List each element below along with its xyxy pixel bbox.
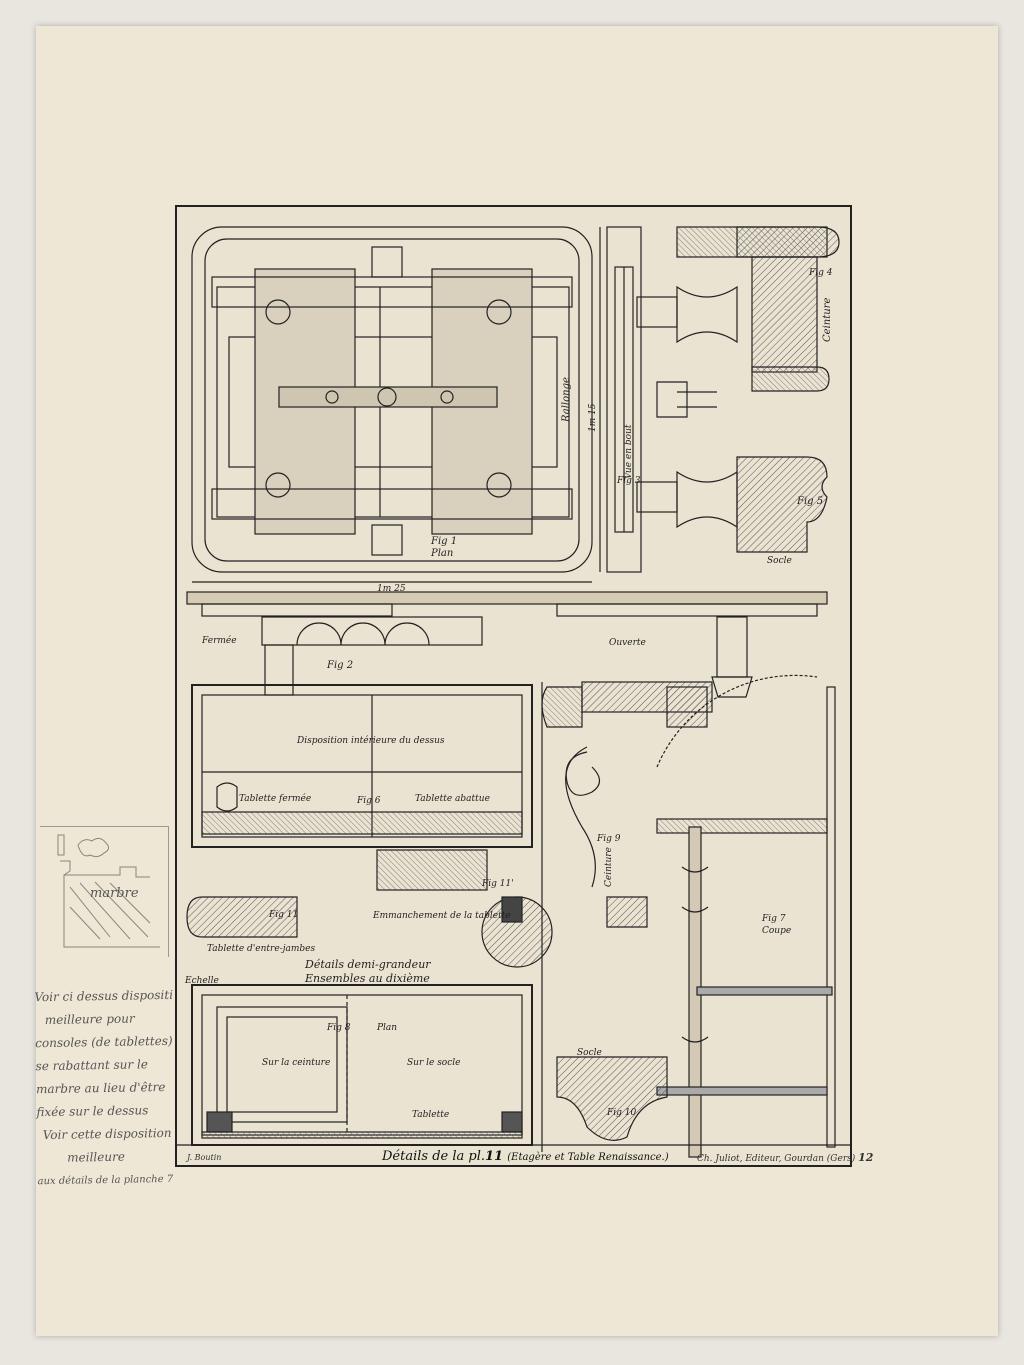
- title-number: 11: [485, 1149, 504, 1164]
- engraved-plate: Fig 1 Plan Rallonge 1m 25 1m 15 Vue en b…: [175, 205, 873, 1167]
- ceinture-mid-label: Ceinture: [604, 847, 614, 887]
- emmanchement-label: Emmanchement de la tablette: [373, 911, 511, 921]
- fig5-label: Fig 5: [797, 496, 824, 507]
- marble-sketch-drawing: [57, 834, 160, 948]
- note-line: fixée sur le dessus: [36, 1103, 149, 1120]
- rallonge-label: Rallonge: [561, 377, 572, 422]
- fig1-label: Fig 1: [431, 536, 458, 547]
- sur-socle-label: Sur le socle: [407, 1058, 461, 1068]
- echelle-label: Echelle: [185, 976, 219, 986]
- tablette-abattue-label: Tablette abattue: [415, 794, 490, 804]
- fig7-label: Fig 7: [762, 914, 786, 924]
- fermee-label: Fermée: [202, 636, 237, 646]
- coupe-label: Coupe: [762, 926, 792, 936]
- note-line: Voir cette disposition: [42, 1125, 172, 1143]
- fig10-label: Fig 10: [607, 1108, 637, 1118]
- vue-en-bout-label: Vue en bout: [624, 424, 634, 479]
- note-line: consoles (de tablettes): [35, 1033, 173, 1051]
- publisher-name: Ch. Juliot, Editeur, Gourdan (Gers): [697, 1154, 856, 1164]
- fig1-outer-frame: [191, 226, 593, 573]
- technical-drawing: [177, 226, 850, 1158]
- note-line: meilleure: [67, 1149, 125, 1165]
- tablette-fermee-label: Tablette fermée: [239, 794, 312, 804]
- plate-title: Détails de la pl.11 (Etagère et Table Re…: [382, 1149, 669, 1164]
- fig8-label: Fig 8: [327, 1023, 351, 1033]
- note-line: aux détails de la planche 7: [37, 1173, 174, 1188]
- plate-number: 12: [858, 1151, 874, 1164]
- note-line: marbre au lieu d'être: [35, 1079, 166, 1097]
- details-demi-label: Détails demi-grandeur: [305, 958, 431, 971]
- note-line: meilleure pour: [44, 1011, 135, 1028]
- sur-ceinture-label: Sur la ceinture: [262, 1058, 331, 1068]
- ensembles-label: Ensembles au dixième: [305, 972, 430, 985]
- sketch-label: marbre: [90, 886, 139, 901]
- socle-label: Socle: [767, 556, 792, 566]
- tablette-entre-label: Tablette d'entre-jambes: [207, 944, 316, 954]
- socle-bottom-label: Socle: [577, 1048, 602, 1058]
- fig4-label: Fig 4: [809, 268, 833, 278]
- note-line: Voir ci dessus dispositi: [34, 987, 174, 1005]
- height-dimension: 1m 15: [588, 403, 598, 432]
- fig11b-label: Fig 11': [482, 879, 514, 889]
- fig11-label: Fig 11: [269, 910, 299, 920]
- pencil-sketch: marbre: [40, 826, 169, 957]
- fig2-label: Fig 2: [327, 660, 354, 671]
- title-prefix: Détails de la pl.: [382, 1149, 486, 1164]
- disposition-label: Disposition intérieure du dessus: [297, 736, 445, 746]
- note-line: se rabattant sur le: [35, 1057, 149, 1074]
- ceinture-label: Ceinture: [822, 297, 833, 342]
- publisher-credit: Ch. Juliot, Editeur, Gourdan (Gers) 12: [697, 1151, 873, 1164]
- fig1-sublabel: Plan: [431, 548, 454, 559]
- ouverte-label: Ouverte: [609, 638, 646, 648]
- title-suffix: (Etagère et Table Renaissance.): [507, 1152, 669, 1163]
- engraver-credit: J. Boutin: [187, 1153, 222, 1162]
- fig9-label: Fig 9: [597, 834, 621, 844]
- plan8-label: Plan: [377, 1023, 398, 1033]
- handwritten-notes: Voir ci dessus dispositi meilleure pour …: [34, 984, 178, 1193]
- fig3-label: Fig 3: [617, 476, 641, 486]
- tablette-bottom-label: Tablette: [412, 1110, 450, 1120]
- width-dimension: 1m 25: [377, 584, 406, 594]
- fig6-label: Fig 6: [357, 796, 381, 806]
